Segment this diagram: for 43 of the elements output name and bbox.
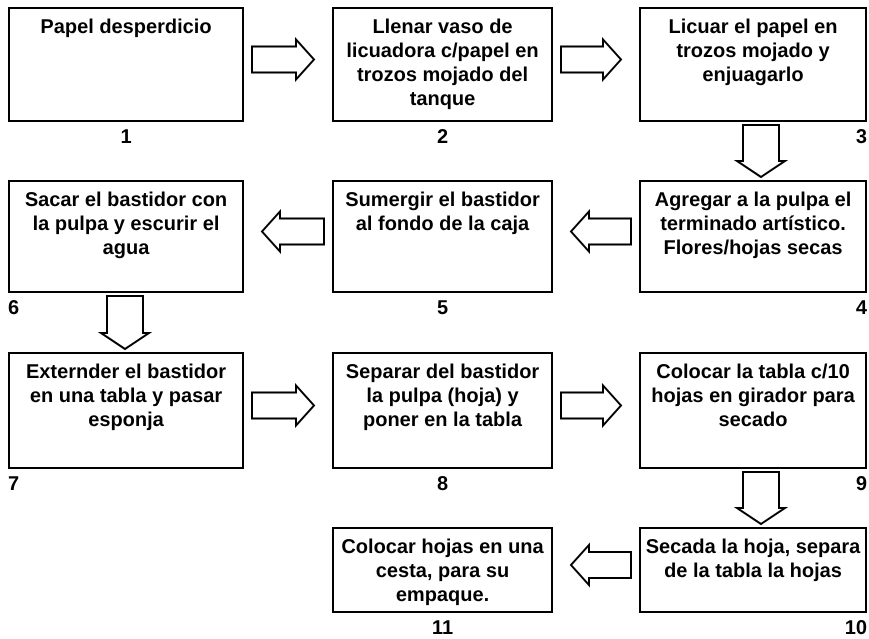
step-text: Papel desperdicio [40, 15, 212, 39]
block-arrow [251, 382, 316, 428]
step-number: 4 [856, 297, 867, 319]
block-arrow [734, 124, 788, 178]
step-number: 10 [844, 617, 867, 639]
block-arrow [251, 36, 316, 82]
step-text: Externder el bastidor en una tabla y pasar esponja [24, 360, 228, 432]
step-number: 6 [8, 297, 20, 319]
step-number: 2 [436, 126, 448, 148]
block-arrow [560, 36, 622, 82]
step-text: Sacar el bastidor con la pulpa y escurir el agua [24, 188, 228, 260]
step-number: 9 [856, 473, 867, 495]
step-number: 1 [120, 126, 132, 148]
block-arrow [734, 471, 788, 526]
step-text: Separar del bastidor la pulpa (hoja) y poner en la tabla [344, 360, 540, 432]
block-arrow [560, 382, 622, 428]
process-box [332, 180, 553, 293]
step-number: 8 [436, 473, 448, 495]
step-number: 3 [856, 126, 867, 148]
step-number: 5 [436, 297, 448, 319]
process-box [332, 352, 553, 469]
block-arrow [260, 208, 325, 254]
step-text: Secada la hoja, separa de la tabla la hojas [645, 535, 861, 583]
step-text: Colocar hojas en una cesta, para su empaque. [340, 535, 545, 607]
step-text: Licuar el papel en trozos mojado y enjuagarlo [668, 15, 838, 87]
step-number: 7 [8, 473, 20, 495]
process-box [639, 352, 867, 469]
block-arrow [570, 208, 632, 254]
process-box [332, 7, 553, 122]
step-text: Llenar vaso de licuadora c/papel en trozos mojado del tanque [345, 15, 540, 111]
step-text: Sumergir el bastidor al fondo de la caja [344, 188, 541, 236]
process-box [8, 352, 244, 469]
step-text: Colocar la tabla c/10 hojas en girador para secado [650, 360, 856, 432]
step-text: Agregar a la pulpa el terminado artístico. Flores/hojas secas [654, 188, 852, 260]
process-box [639, 180, 867, 293]
process-box [639, 7, 867, 122]
process-box [332, 527, 553, 613]
process-box [8, 7, 244, 122]
process-box [639, 527, 867, 613]
block-arrow [98, 295, 152, 350]
process-box [8, 180, 244, 293]
step-number: 11 [432, 617, 454, 639]
block-arrow [570, 542, 632, 588]
